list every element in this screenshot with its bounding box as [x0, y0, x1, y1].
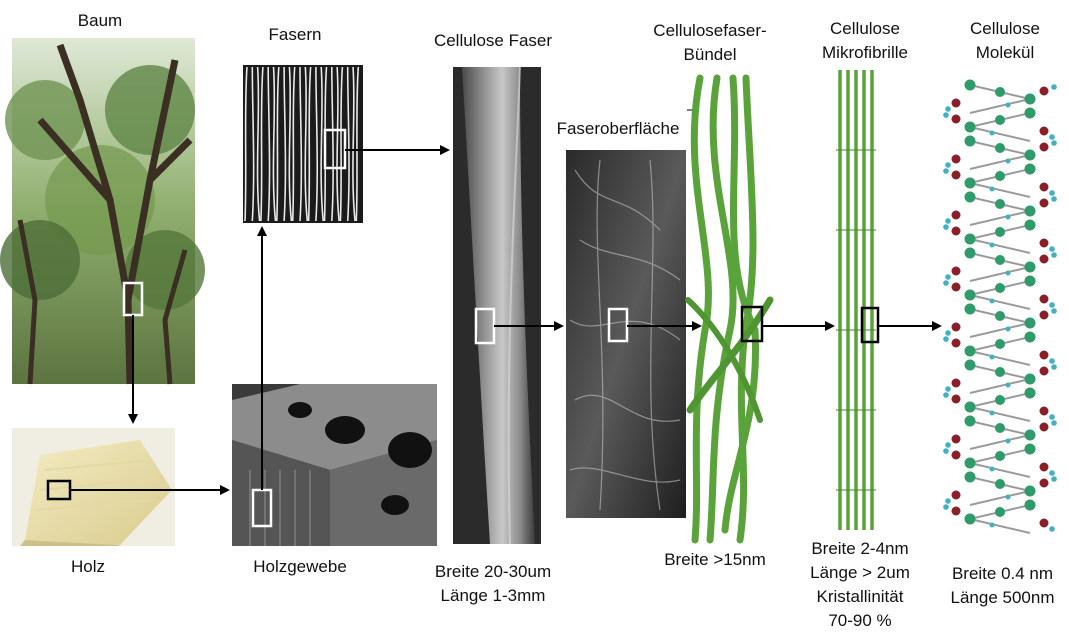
microfibril-drawing: [836, 70, 878, 530]
cellulose-molecule-model: [943, 80, 1057, 534]
faseroberflaeche-image: [566, 150, 686, 518]
fiber-bundle-drawing: [688, 78, 770, 540]
tree-image: [0, 38, 205, 384]
cellulose-faser-image: [453, 67, 541, 544]
holz-image: [12, 428, 175, 546]
fasern-image: [243, 65, 363, 223]
